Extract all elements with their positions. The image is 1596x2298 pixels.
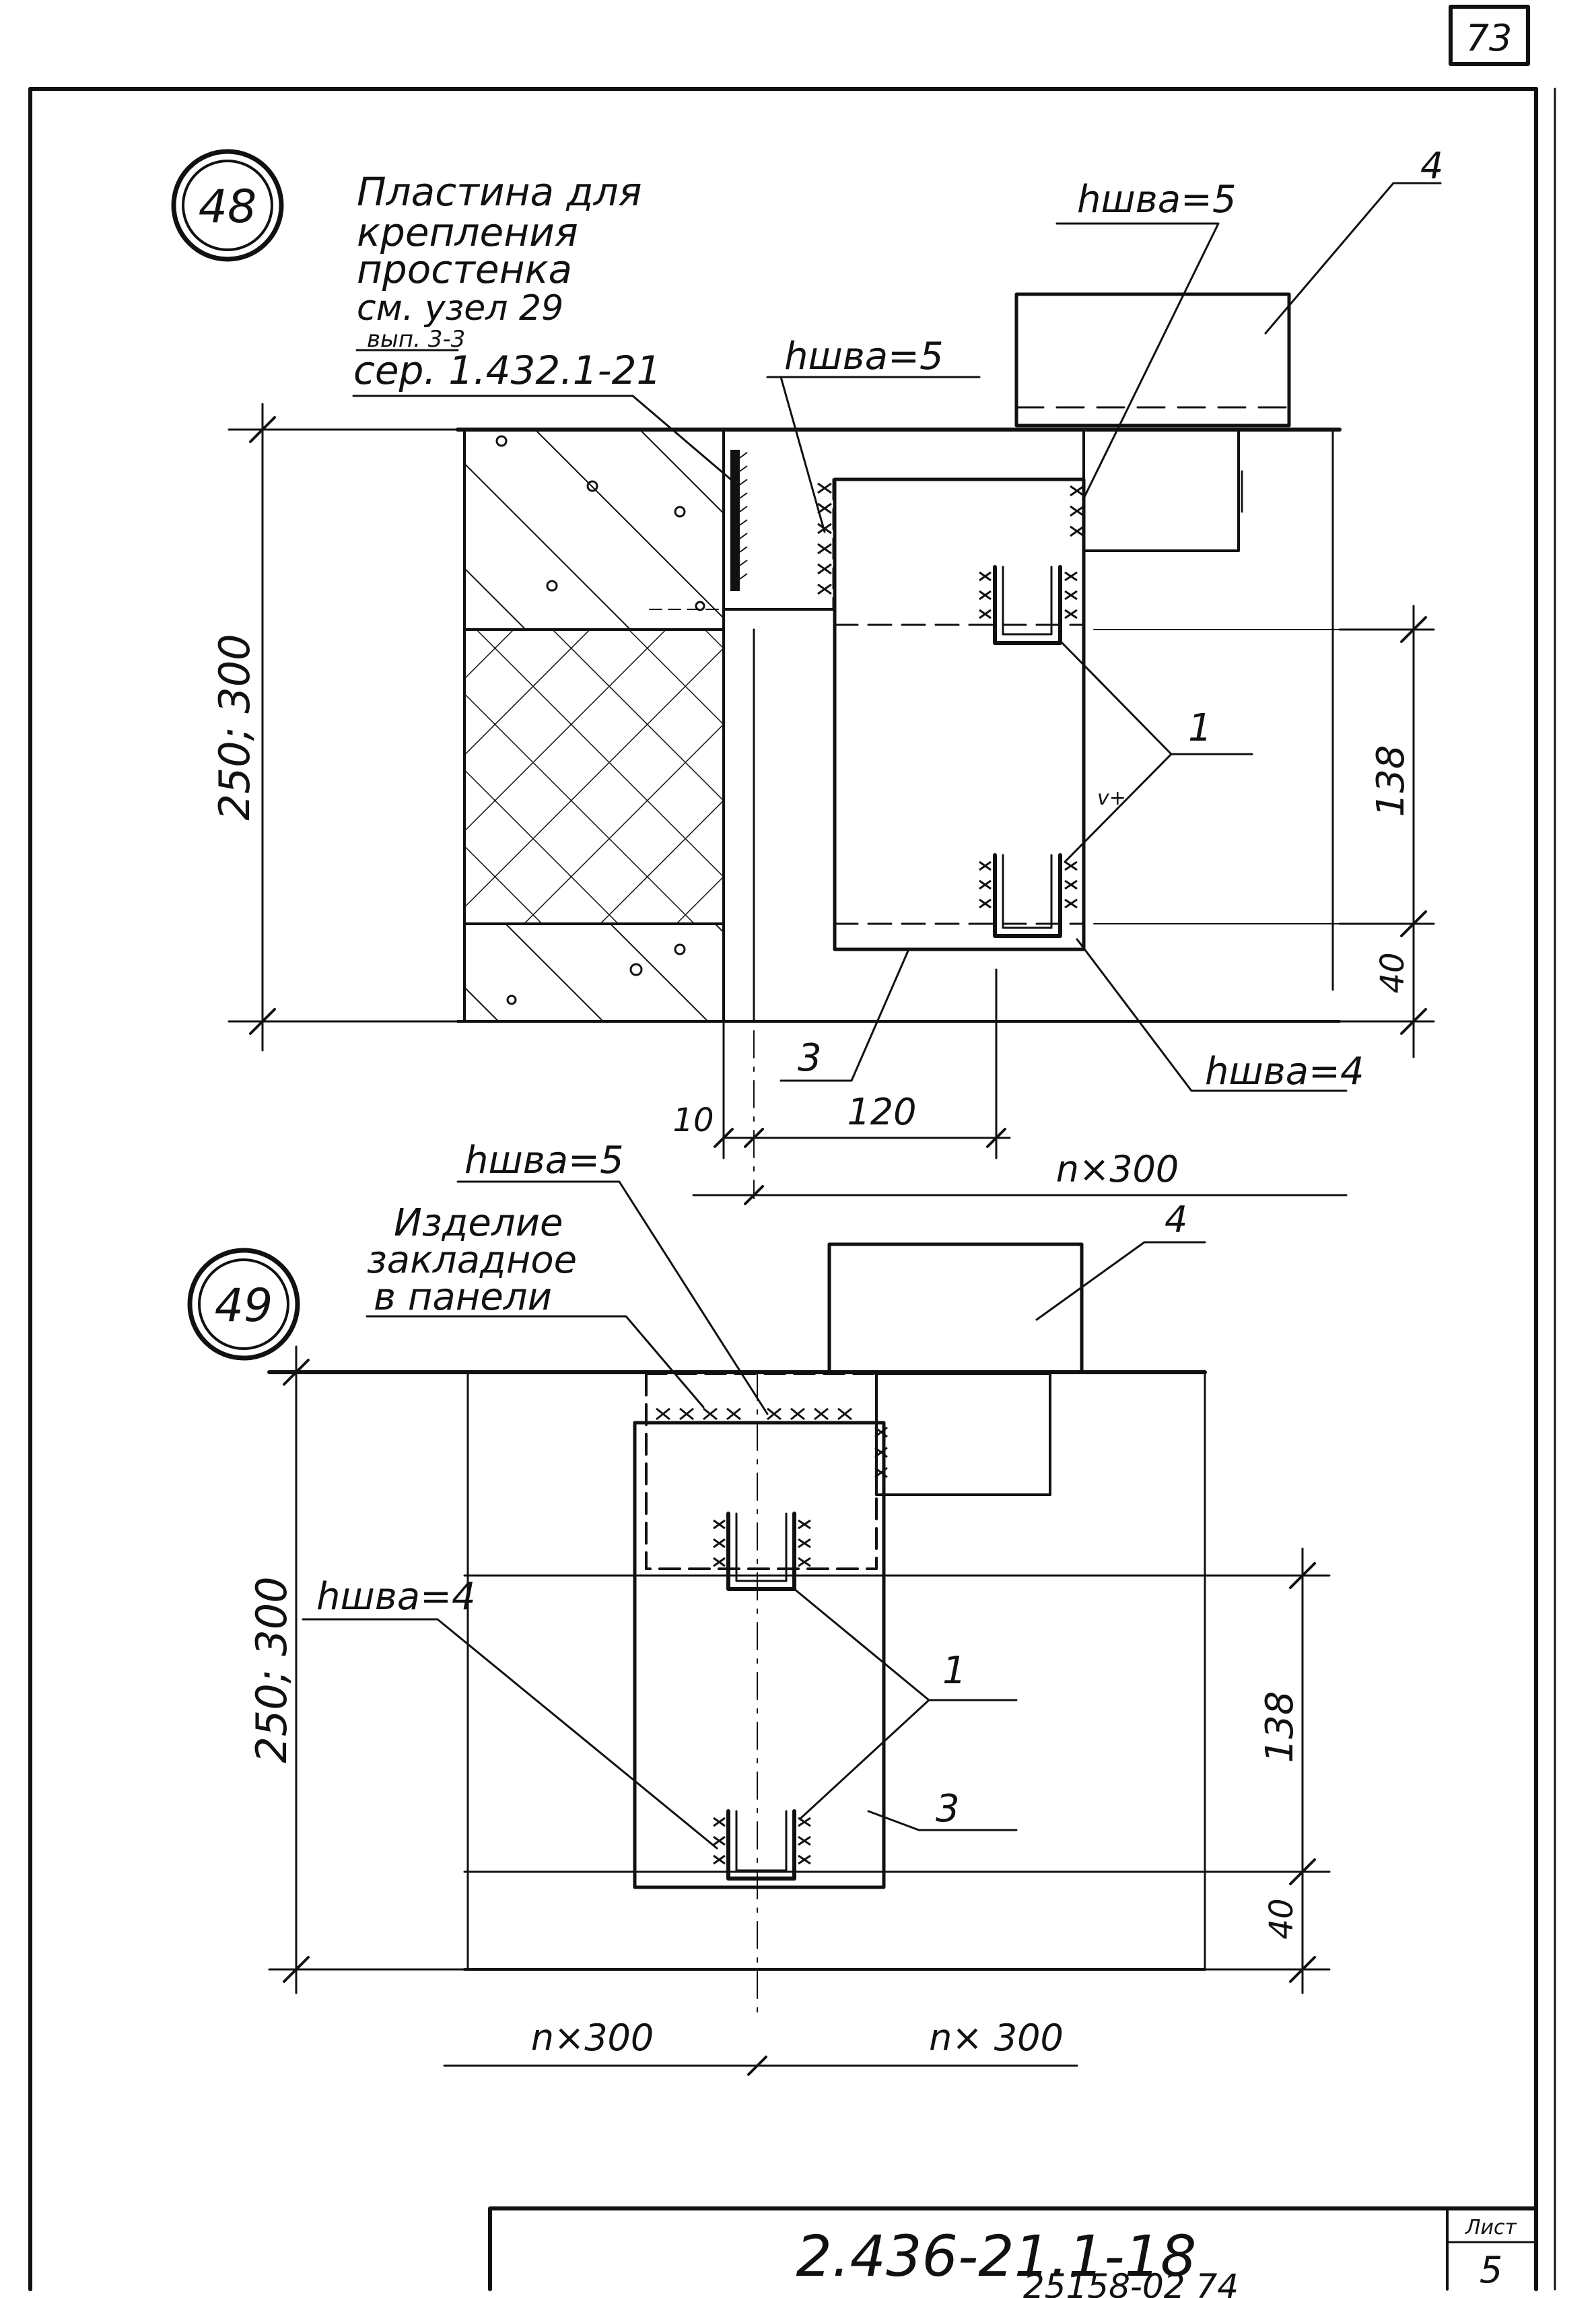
concrete-aggregate-marks (495, 435, 705, 1005)
weld-marks-48-left (817, 482, 832, 595)
detail-48-note-line-3: простенка (357, 246, 572, 292)
detail-49-dim-40: 40 (1263, 1898, 1300, 1939)
detail-48-dim-40: 40 (1374, 952, 1412, 993)
weld-marks-49-top (656, 1407, 888, 1479)
detail-48-callout-1: 1 (1188, 706, 1212, 750)
sheet-list-number: 5 (1480, 2249, 1502, 2291)
detail-49-note-line-2: закладное (367, 1238, 577, 1282)
detail-48-note: Пластина для крепления простенка см. узе… (352, 169, 738, 486)
detail-48-weld-bottom: hшва=4 (1205, 1050, 1364, 1093)
detail-48-note-line-2: крепления (357, 209, 578, 255)
detail-49-note-line-1: Изделие (394, 1201, 563, 1245)
detail-49-dim-height-label: 250; 300 (247, 1576, 296, 1763)
detail-48-note-line-4: см. узел 29 (357, 288, 563, 329)
detail-48-dims-bottom: 10 120 n×300 (672, 968, 1348, 1205)
detail-49-dim-height: 250; 300 (247, 1345, 466, 1994)
detail-49-marker: 49 (187, 1248, 300, 1361)
detail-48-dim-10: 10 (672, 1102, 714, 1139)
detail-48-note-line-1: Пластина для (357, 169, 642, 215)
detail-49-dim-left-n300: n×300 (531, 2017, 654, 2059)
detail-48-callout-3: 3 (798, 1036, 822, 1080)
detail-48-note-line-5: вып. 3-3 (367, 326, 465, 353)
document-code: 2.436-21.1-18 (796, 2223, 1196, 2289)
detail-49-note-line-3: в панели (374, 1275, 552, 1319)
detail-48-dim-height-label: 250; 300 (210, 634, 259, 820)
detail-49-dims-right: 138 40 (1204, 1547, 1331, 1994)
sheet-frame: 73 (28, 5, 1556, 2291)
detail-48-callout-4: 4 (1420, 145, 1443, 187)
detail-49-note: Изделие закладное в панели (366, 1201, 705, 1409)
detail-48-dim-n300: n×300 (1056, 1148, 1179, 1190)
detail-48-dim-138: 138 (1369, 745, 1413, 817)
detail-48-marker: 48 (171, 149, 284, 262)
channel-49-lower (713, 1809, 811, 1881)
channel-49-upper (713, 1512, 811, 1591)
detail-49-callout-4: 4 (1165, 1198, 1187, 1241)
page-number: 73 (1466, 17, 1513, 59)
detail-48-dim-height: 250; 300 (210, 403, 466, 1052)
detail-49-weld-left: hшва=4 (316, 1575, 476, 1619)
archive-number: 25158-02 74 (1023, 2267, 1239, 2298)
detail-49-callout-1: 1 (942, 1649, 967, 1693)
detail-48-note-line-6: сер. 1.432.1-21 (353, 347, 661, 393)
detail-49-weld-top: hшва=5 (464, 1139, 624, 1182)
detail-49-dim-right-n300: n× 300 (929, 2017, 1064, 2059)
detail-48-weld-top-left: hшва=5 (784, 335, 944, 378)
detail-48-dims-right: 138 40 (1338, 605, 1435, 1058)
detail-49-number: 49 (215, 1279, 273, 1332)
detail-48-dim-120: 120 (847, 1091, 916, 1133)
detail-48-weld-top-right: hшва=5 (1077, 178, 1237, 222)
channel-48-upper (979, 565, 1078, 645)
detail-49-dims-bottom: n×300 n× 300 (443, 2017, 1078, 2076)
detail-48-number: 48 (199, 180, 257, 234)
detail-48-mark-plus: v+ (1097, 786, 1126, 810)
weld-marks-48-right (1070, 485, 1084, 537)
channel-48-lower (979, 853, 1078, 938)
detail-48: 48 Пластина для крепления простенка см. … (171, 145, 1443, 1205)
sheet-list-label: Лист (1465, 2216, 1518, 2239)
detail-49: 49 hшва=5 Изделие закладное в панели 4 (187, 1139, 1331, 2076)
title-block: Лист 5 2.436-21.1-18 25158-02 74 (488, 2206, 1538, 2298)
detail-49-callout-3: 3 (936, 1787, 960, 1831)
detail-49-dim-138: 138 (1258, 1691, 1302, 1763)
